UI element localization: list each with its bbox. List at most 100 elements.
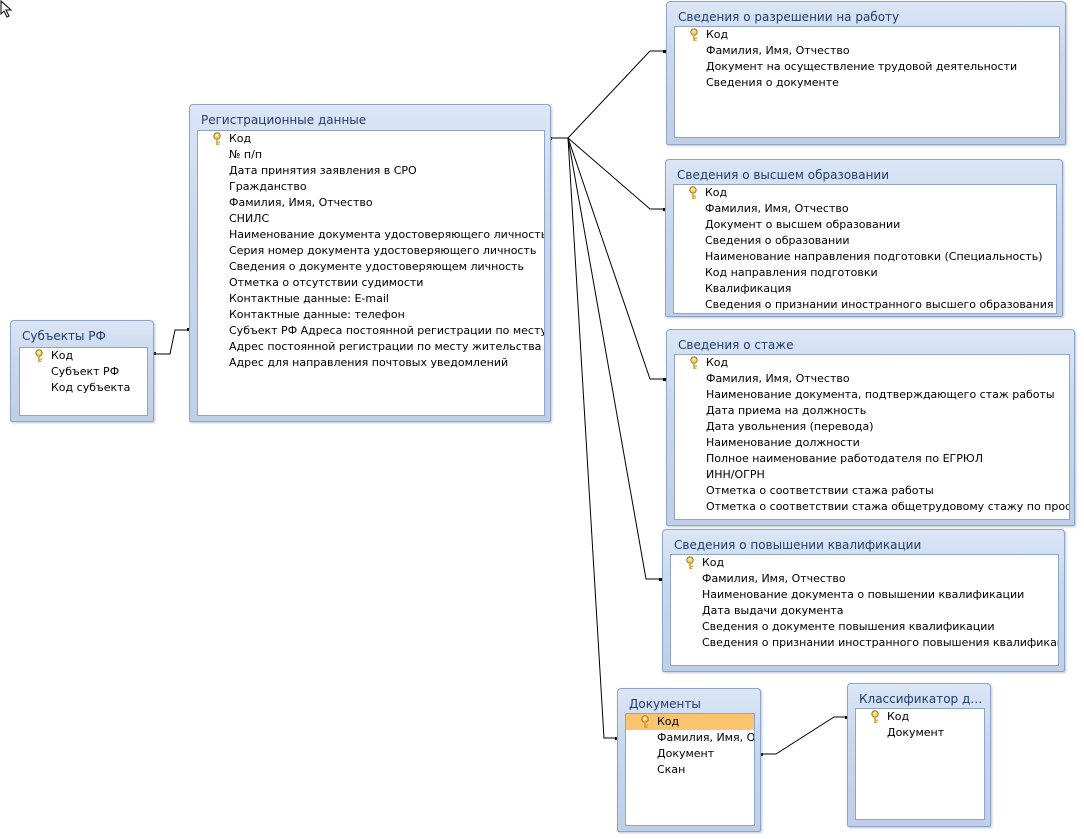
table-title[interactable]: Субъекты РФ [22,329,106,343]
field-row[interactable]: Отметка о соответствии стажа общетрудово… [675,499,1069,515]
key-icon [640,715,650,729]
key-icon [688,186,698,200]
field-row[interactable]: Контактные данные: E-mail [198,291,544,307]
field-row[interactable]: Дата приема на должность [675,403,1069,419]
field-row[interactable]: Наименование должности [675,435,1069,451]
field-row[interactable]: Сведения о образовании [674,233,1056,249]
field-row[interactable]: Скан [626,762,754,778]
rel-registration-experience [550,137,666,380]
field-label: Отметка о отсутствии судимости [229,276,424,289]
field-row[interactable]: Отметка о отсутствии судимости [198,275,544,291]
field-row[interactable]: Сведения о документе удостоверяющем личн… [198,259,544,275]
field-row[interactable]: Фамилия, Имя, Отчество [674,201,1056,217]
field-row[interactable]: СНИЛС [198,211,544,227]
field-row[interactable]: Адрес для направления почтовых уведомлен… [198,355,544,371]
table-title[interactable]: Документы [629,697,701,711]
table-title[interactable]: Классификатор док... [859,692,984,706]
table-title[interactable]: Сведения о повышении квалификации [674,538,922,552]
primary-key-field[interactable]: Код [671,555,1058,571]
field-row[interactable]: Документ [626,746,754,762]
key-icon [689,28,699,42]
field-label: Наименование документа удостоверяющего л… [229,228,545,241]
field-row[interactable]: Контактные данные: телефон [198,307,544,323]
field-label: № п/п [229,148,263,161]
primary-key-field[interactable]: Код [675,355,1069,371]
field-row[interactable]: Наименование направления подготовки (Спе… [674,249,1056,265]
field-label: Документ о высшем образовании [705,218,901,231]
primary-key-field[interactable]: Код [856,709,984,725]
field-row[interactable]: Субъект РФ Адреса постоянной регистрации… [198,323,544,339]
field-row[interactable]: Дата увольнения (перевода) [675,419,1069,435]
field-row[interactable]: Документ о высшем образовании [674,217,1056,233]
field-row[interactable]: Фамилия, Имя, Отчество [675,371,1069,387]
field-label: Код направления подготовки [705,266,878,279]
field-label: Контактные данные: телефон [229,308,405,321]
field-row[interactable]: Отметка о соответствии стажа работы [675,483,1069,499]
field-label: Квалификация [705,282,792,295]
table-title[interactable]: Регистрационные данные [201,113,367,127]
field-row[interactable]: Полное наименование работодателя по ЕГРЮ… [675,451,1069,467]
key-icon [870,710,880,724]
field-row[interactable]: Фамилия, Имя, Отчество [626,730,754,746]
primary-key-field[interactable]: Код [20,348,147,364]
field-row[interactable]: Сведения о признании иностранного высшег… [674,297,1056,313]
field-row[interactable]: Квалификация [674,281,1056,297]
field-row[interactable]: Фамилия, Имя, Отчество [675,43,1059,59]
field-label: ИНН/ОГРН [706,468,765,481]
key-icon [689,356,699,370]
field-row[interactable]: Дата выдачи документа [671,603,1058,619]
field-row[interactable]: Документ на осуществление трудовой деяте… [675,59,1059,75]
field-row[interactable]: Код субъекта [20,380,147,396]
field-row[interactable]: Сведения о документе [675,75,1059,91]
field-label: Дата увольнения (перевода) [706,420,874,433]
field-row[interactable]: ИНН/ОГРН [675,467,1069,483]
table-title[interactable]: Сведения о стаже [678,338,794,352]
field-row[interactable]: Фамилия, Имя, Отчество [671,571,1058,587]
field-row[interactable]: Субъект РФ [20,364,147,380]
field-label: Сведения о документе [706,76,839,89]
field-row[interactable]: Сведения о признании иностранного повыше… [671,635,1058,651]
field-row[interactable]: Адрес постоянной регистрации по месту жи… [198,339,544,355]
field-row[interactable]: Гражданство [198,179,544,195]
field-row[interactable]: Код направления подготовки [674,265,1056,281]
field-label: Дата принятия заявления в СРО [229,164,417,177]
field-row[interactable]: Серия номер документа удостоверяющего ли… [198,243,544,259]
primary-key-field[interactable]: Код [198,131,544,147]
field-row[interactable]: Фамилия, Имя, Отчество [198,195,544,211]
field-label: Сведения о признании иностранного высшег… [705,298,1054,311]
field-label: Дата выдачи документа [702,604,844,617]
table-title[interactable]: Сведения о высшем образовании [677,168,890,182]
field-row[interactable]: Наименование документа удостоверяющего л… [198,227,544,243]
field-row[interactable]: Документ [856,725,984,741]
field-row[interactable]: Сведения о документе повышения квалифика… [671,619,1058,635]
primary-key-field[interactable]: Код [626,714,754,730]
field-row[interactable]: № п/п [198,147,544,163]
field-label: Фамилия, Имя, Отчество [229,196,373,209]
field-label: Код [657,715,680,728]
primary-key-field[interactable]: Код [674,185,1056,201]
table-title[interactable]: Сведения о разрешении на работу [678,10,900,24]
primary-key-field[interactable]: Код [675,27,1059,43]
field-row[interactable]: Наименование документа о повышении квали… [671,587,1058,603]
field-label: Контактные данные: E-mail [229,292,389,305]
field-row[interactable]: Дата принятия заявления в СРО [198,163,544,179]
field-label: Наименование должности [706,436,860,449]
field-row[interactable]: Наименование документа, подтверждающего … [675,387,1069,403]
